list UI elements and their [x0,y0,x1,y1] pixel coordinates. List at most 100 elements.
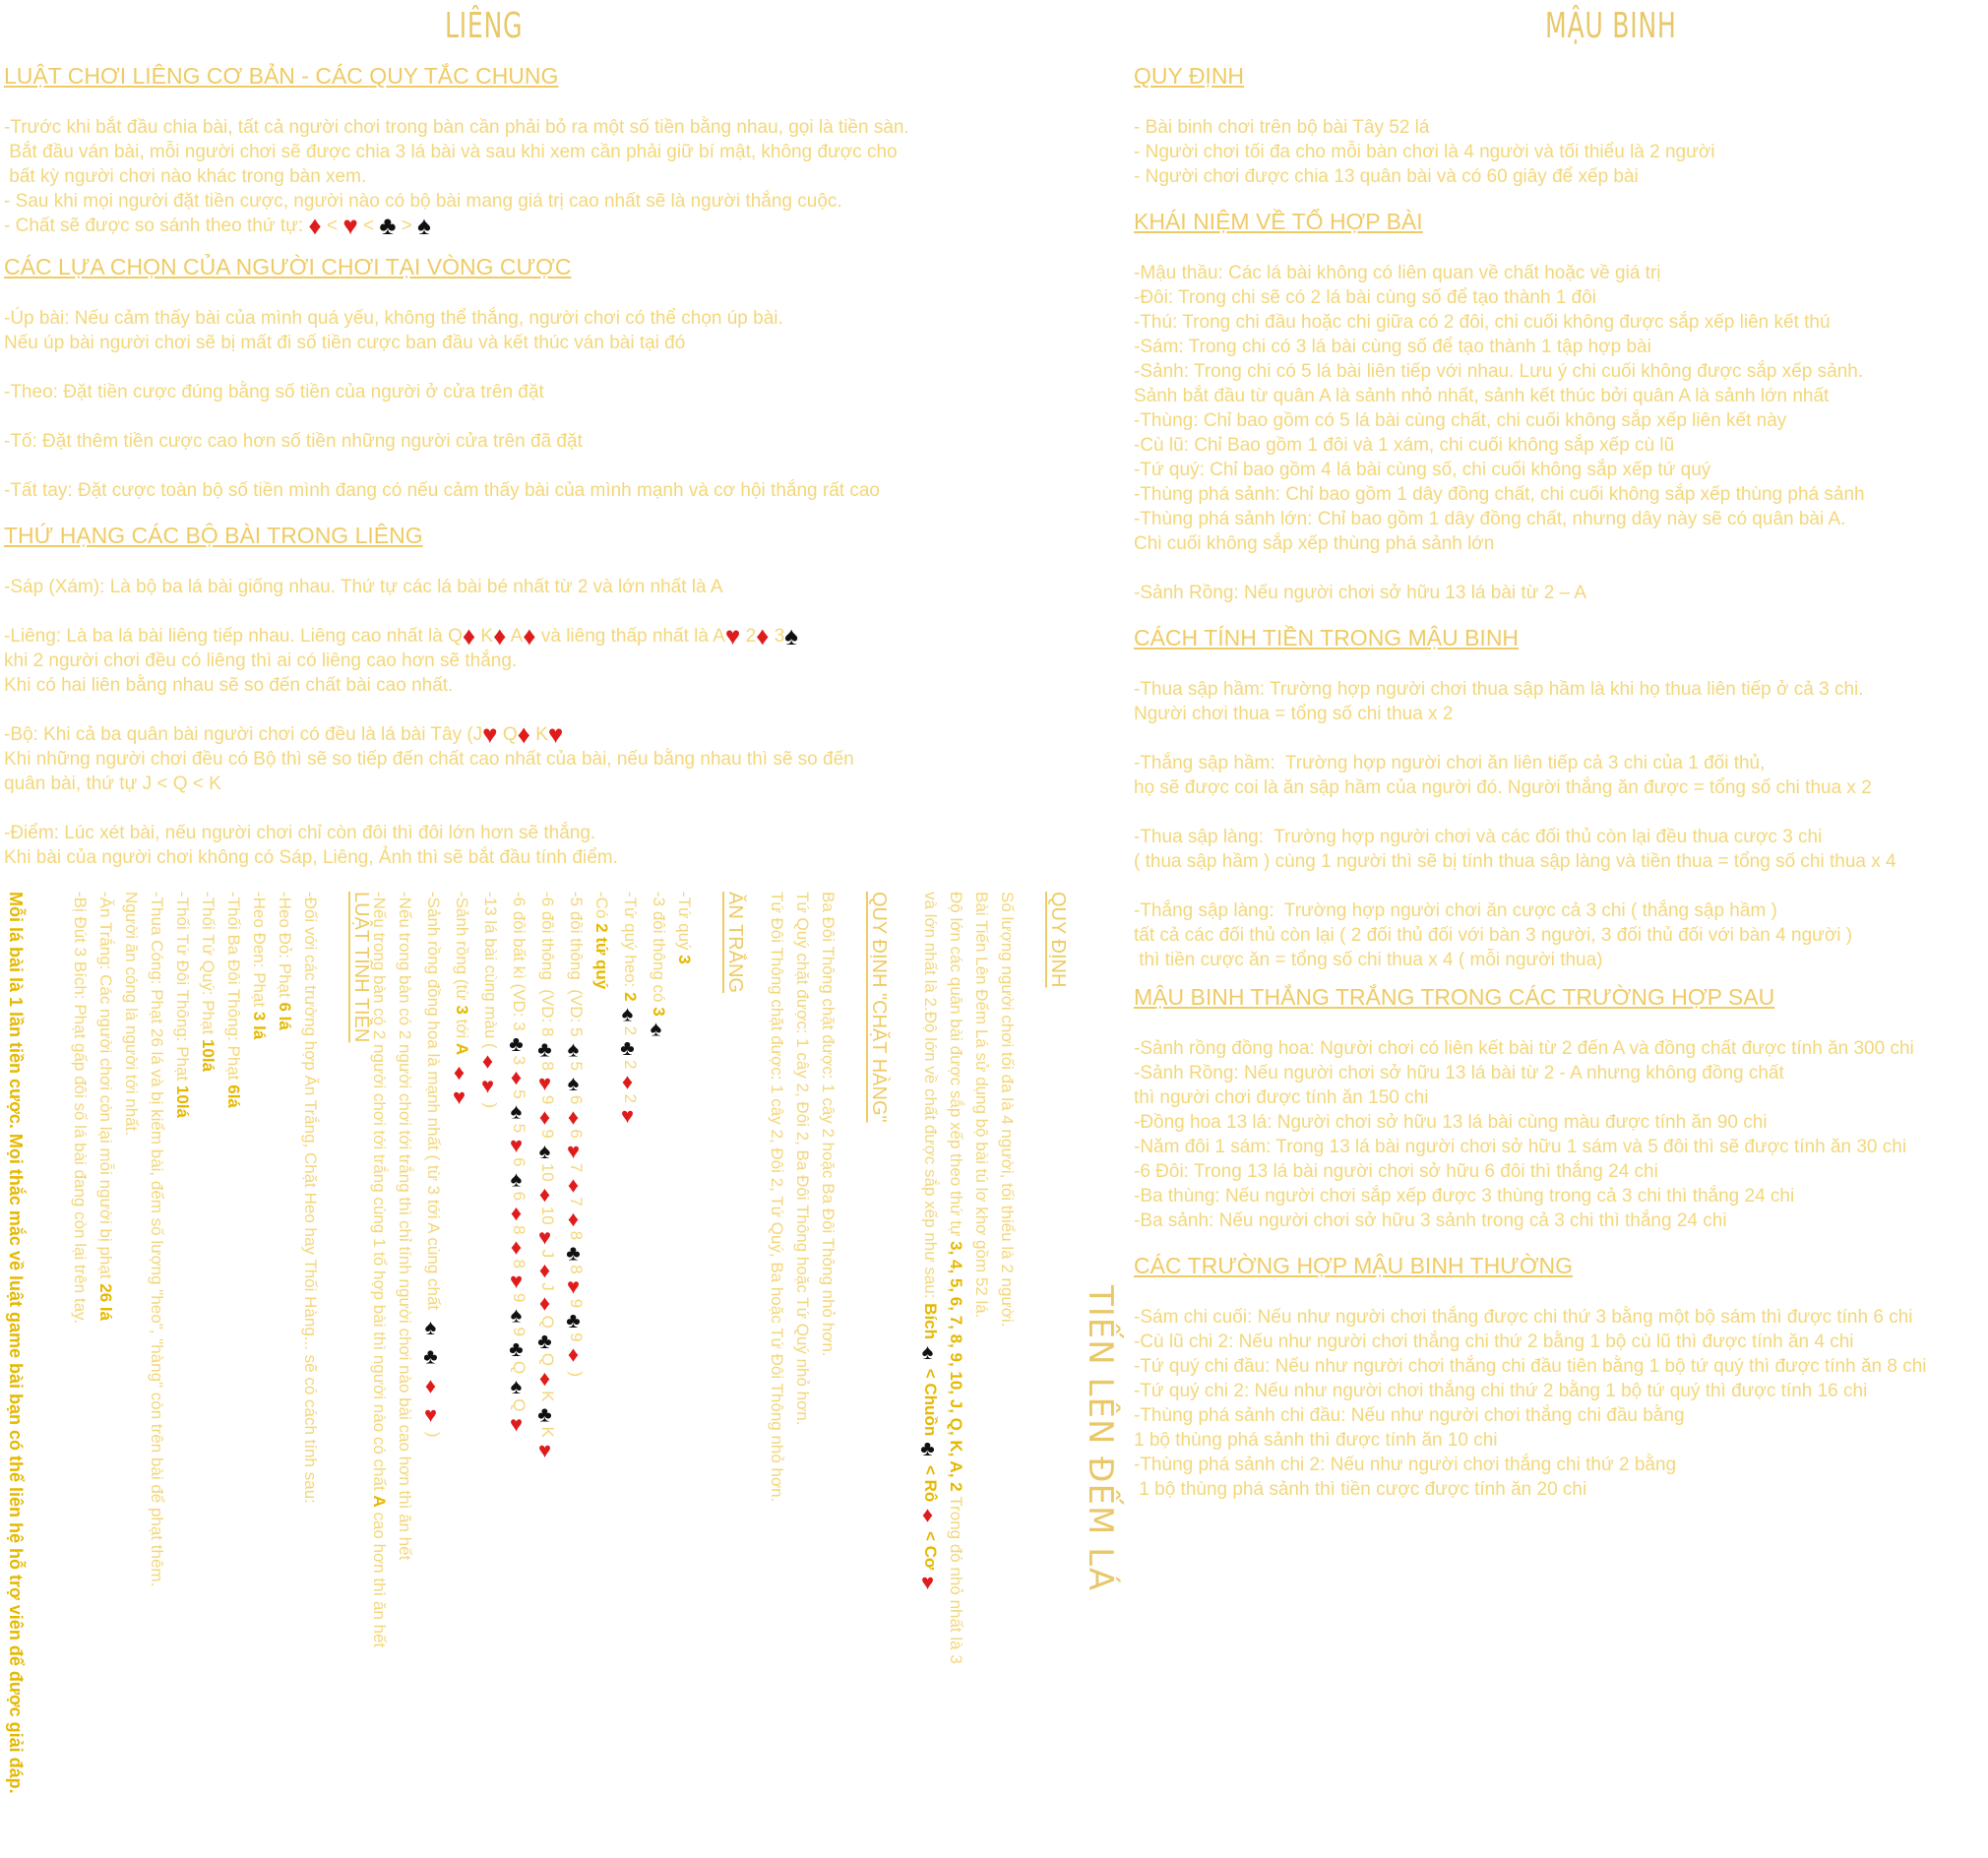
mau-binh-text: Chi cuối không sắp xếp thùng phá sảnh lớ… [1134,533,1495,554]
lieng-text: -Tất tay: Đặt cược toàn bộ số tiền mình … [4,480,880,501]
lieng-text: -Sáp (Xám): Là bộ ba lá bài giống nhau. … [4,577,723,597]
heart-icon: ♥ [724,621,741,650]
club-icon: ♣ [915,1436,940,1461]
lieng-text: - Sau khi mọi người đặt tiền cược, người… [4,191,842,212]
lieng-face-line: -Bộ: Khi cả ba quân bài người chơi có đề… [4,719,564,749]
mau-binh-text: -Thùng phá sảnh chi đầu: Nếu như người c… [1134,1405,1685,1426]
lieng-text: bất kỳ người chơi nào khác trong bàn xem… [4,166,367,187]
mau-binh-section-instant-win: MẬU BINH THẮNG TRẮNG TRONG CÁC TRƯỜNG HỢ… [1134,984,1775,1010]
mau-binh-text: -Thùng phá sảnh lớn: Chỉ bao gồm 1 dây đ… [1134,509,1846,529]
lieng-suit-order: - Chất sẽ được so sánh theo thứ tự: ♦ < … [4,211,431,240]
club-icon: ♣ [379,211,397,240]
mau-binh-text: -Sám: Trong chi có 3 lá bài cùng số để t… [1134,337,1651,357]
lieng-text: - Chất sẽ được so sánh theo thứ tự: [4,216,304,236]
lieng-text: Khi bài của người chơi không có Sáp, Liê… [4,847,618,868]
tien-len-money-title: LUẬT TÍNH TIỀN [350,892,372,1043]
lieng-column: LUẬT CHƠI LIÊNG CƠ BẢN - CÁC QUY TẮC CHU… [4,61,1047,870]
mau-binh-text: -Ba sảnh: Nếu người chơi sở hữu 3 sảnh t… [1134,1210,1727,1231]
mau-binh-column: QUY ĐỊNH - Bài binh chơi trên bộ bài Tây… [1134,61,1986,1502]
lieng-text: -Úp bài: Nếu cảm thấy bài của mình quá y… [4,308,783,329]
mau-binh-text: - Người chơi tối đa cho mỗi bàn chơi là … [1134,142,1715,162]
lieng-text: Nếu úp bài người chơi sẽ bị mất đi số ti… [4,333,686,353]
tien-len-money-rules: LUẬT TÍNH TIỀN-Đối với các trường hợp Ăn… [71,892,372,1587]
mau-binh-text: -Thùng phá sảnh: Chỉ bao gồm 1 dây đồng … [1134,484,1865,505]
mau-binh-text: -Đôi: Trong chi sẽ có 2 lá bài cùng số đ… [1134,287,1597,308]
heart-icon: ♥ [915,1570,940,1595]
lieng-text: Khi những người chơi đều có Bộ thì sẽ so… [4,749,854,770]
mau-binh-text: 1 bộ thùng phá sảnh thì được tính ăn 10 … [1134,1430,1498,1451]
mau-binh-text: -Sám chi cuối: Nếu như người chơi thắng … [1134,1307,1913,1328]
heart-icon: ♥ [547,719,564,749]
lieng-text: -Trước khi bắt đầu chia bài, tất cả ngườ… [4,117,909,138]
tien-len-an-trang: ĂN TRẮNG-Tứ quý 3-3 đôi thông có 3♠-Tứ q… [370,892,746,1648]
mau-binh-text: -Thua sập làng: Trường hợp người chơi và… [1134,827,1823,847]
diamond-icon: ♦ [517,719,530,749]
mau-binh-text: thì người chơi được tính ăn 150 chi [1134,1087,1429,1108]
lieng-straight-line: -Liêng: Là ba lá bài liêng tiếp nhau. Li… [4,621,799,650]
mau-binh-text: - Bài binh chơi trên bộ bài Tây 52 lá [1134,117,1430,138]
mau-binh-section-normal: CÁC TRƯỜNG HỢP MẬU BINH THƯỜNG [1134,1253,1574,1278]
mau-binh-text: -Sảnh Rồng: Nếu người chơi sở hữu 13 lá … [1134,583,1587,603]
mau-binh-section-combos: KHÁI NIỆM VỀ TỔ HỢP BÀI [1134,209,1423,234]
mau-binh-text: -Tứ quý: Chỉ bao gồm 4 lá bài cùng số, c… [1134,460,1711,480]
mau-binh-text: họ sẽ được coi là ăn sập hầm của người đ… [1134,777,1872,798]
tien-len-chat-hang: QUY ĐỊNH "CHẶT HÀNG"Ba Đôi Thông chặt đư… [768,892,890,1503]
diamond-icon: ♦ [308,211,322,240]
mau-binh-text: Sảnh bắt đầu từ quân A là sảnh nhỏ nhất,… [1134,386,1830,406]
mau-binh-text: -Sảnh rồng đồng hoa: Người chơi có liên … [1134,1038,1914,1059]
heart-icon: ♥ [482,719,498,749]
spade-icon: ♠ [784,621,799,650]
tien-len-title: TIẾN LÊN ĐẾM LÁ [1081,1285,1120,1592]
lieng-text: Bắt đầu ván bài, mỗi người chơi sẽ được … [4,142,898,162]
mau-binh-text: - Người chơi được chia 13 quân bài và có… [1134,166,1639,187]
mau-binh-text: -Thú: Trong chi đầu hoặc chi giữa có 2 đ… [1134,312,1831,333]
mau-binh-text: -Mậu thầu: Các lá bài không có liên quan… [1134,263,1661,283]
heart-icon: ♥ [342,211,358,240]
mau-binh-text: -Thắng sập làng: Trường hợp người chơi ă… [1134,900,1777,921]
lieng-text: -Điểm: Lúc xét bài, nếu người chơi chỉ c… [4,823,596,843]
mau-binh-text: 1 bộ thùng phá sảnh thì tiền cược được t… [1134,1479,1587,1500]
mau-binh-text: -Cù lũ chi 2: Nếu như người chơi thắng c… [1134,1332,1854,1352]
mau-binh-text: -6 Đôi: Trong 13 lá bài người chơi sở hữ… [1134,1161,1658,1182]
mau-binh-section-rules: QUY ĐỊNH [1134,63,1245,89]
spade-icon: ♠ [417,211,431,240]
mau-binh-text: -Tứ quý chi 2: Nếu như người chơi thắng … [1134,1381,1868,1401]
mau-binh-title: MẬU BINH [1545,6,1677,46]
mau-binh-text: -Thắng sập hầm: Trường hợp người chơi ăn… [1134,753,1766,774]
diamond-icon: ♦ [462,621,476,650]
tien-len-an-trang-title: ĂN TRẮNG [724,892,746,993]
lieng-text: Khi có hai liên bằng nhau sẽ so đến chất… [4,675,454,696]
mau-binh-text: ( thua sập hầm ) cùng 1 người thì sẽ bị … [1134,851,1896,872]
mau-binh-text: Người chơi thua = tổng số chi thua x 2 [1134,704,1454,724]
spade-icon: ♠ [915,1339,940,1365]
mau-binh-text: thì tiền cược ăn = tổng số chi thua x 4 … [1134,950,1603,970]
tien-len-rules-title: QUY ĐỊNH [1047,892,1069,988]
lieng-text: -Tố: Đặt thêm tiền cược cao hơn số tiền … [4,431,583,452]
diamond-icon: ♦ [523,621,536,650]
lieng-section-choices: CÁC LỰA CHỌN CỦA NGƯỜI CHƠI TẠI VÒNG CƯỢ… [4,254,572,279]
mau-binh-text: -Sảnh: Trong chi có 5 lá bài liên tiếp v… [1134,361,1864,382]
lieng-text: -Theo: Đặt tiền cược đúng bằng số tiền c… [4,382,544,403]
mau-binh-text: -Ba thùng: Nếu người chơi sắp xếp được 3… [1134,1186,1795,1207]
diamond-icon: ♦ [493,621,507,650]
mau-binh-text: -Tứ quý chi đầu: Nếu như người chơi thắn… [1134,1356,1927,1377]
tien-len-chat-hang-title: QUY ĐỊNH "CHẶT HÀNG" [868,892,890,1123]
lieng-text: quân bài, thứ tự J < Q < K [4,774,221,794]
mau-binh-text: -Thùng: Chỉ bao gồm có 5 lá bài cùng chấ… [1134,410,1787,431]
mau-binh-text: -Thua sập hầm: Trường hợp người chơi thu… [1134,679,1864,700]
mau-binh-text: -Năm đôi 1 sám: Trong 13 lá bài người ch… [1134,1137,1907,1157]
lieng-section-basic-rules: LUẬT CHƠI LIÊNG CƠ BẢN - CÁC QUY TẮC CHU… [4,63,559,89]
lieng-section-ranking: THỨ HẠNG CÁC BỘ BÀI TRONG LIÊNG [4,523,423,548]
mau-binh-text: tất cả các đối thủ còn lại ( 2 đối thủ đ… [1134,925,1853,946]
mau-binh-text: -Sảnh Rồng: Nếu người chơi sở hữu 13 lá … [1134,1063,1784,1084]
mau-binh-text: -Đồng hoa 13 lá: Người chơi sở hữu 13 lá… [1134,1112,1768,1133]
diamond-icon: ♦ [756,621,770,650]
mau-binh-section-money: CÁCH TÍNH TIỀN TRONG MẬU BINH [1134,625,1520,650]
mau-binh-text: -Thùng phá sảnh chi 2: Nếu như người chơ… [1134,1455,1677,1475]
lieng-title: LIÊNG [445,6,524,46]
lieng-text: khi 2 người chơi đều có liêng thì ai có … [4,650,518,671]
tien-len-footer-note: Mỗi lá bài là 1 lần tiền cược. Mọi thắc … [6,892,26,1794]
mau-binh-text: -Cù lũ: Chỉ Bao gồm 1 đôi và 1 xám, chi … [1134,435,1675,456]
diamond-icon: ♦ [915,1502,940,1527]
